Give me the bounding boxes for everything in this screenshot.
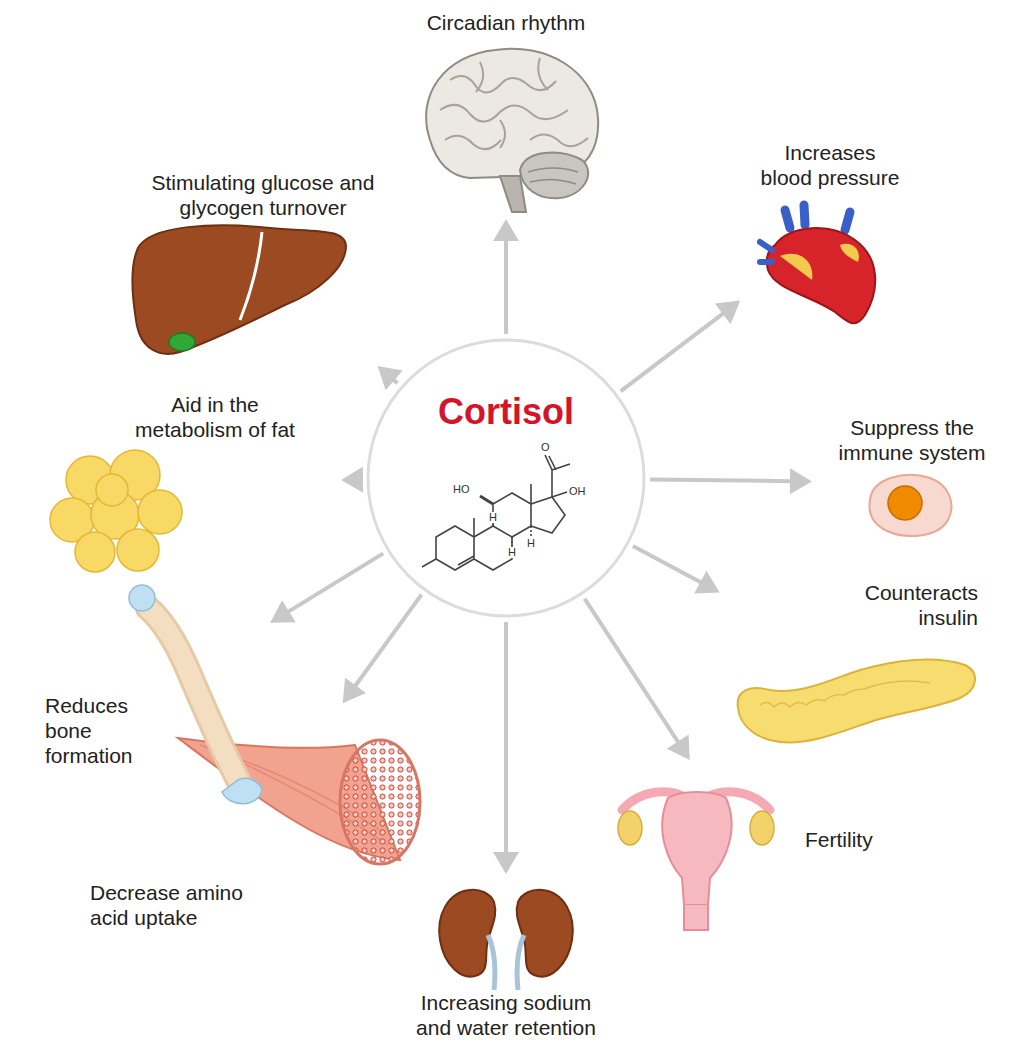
effect-group: Circadian rhythm — [380, 8, 632, 213]
effect-arrow — [341, 467, 363, 493]
effect-label: Increasing sodium and water retention — [406, 990, 606, 1040]
arrow-head — [715, 301, 740, 325]
bone-illustration — [129, 585, 262, 804]
effect-group: Fertility — [600, 765, 900, 940]
uterus-illustration — [618, 792, 774, 930]
atom-label: H — [488, 512, 498, 523]
immune-cell-illustration — [870, 475, 952, 536]
effect-group: Counteracts insulin — [725, 580, 985, 750]
effect-arrow — [270, 553, 383, 622]
circle-outline — [368, 340, 644, 616]
kidney-illustration — [439, 890, 573, 990]
effect-arrow — [585, 599, 690, 760]
effect-label: Decrease amino acid uptake — [90, 880, 270, 930]
arrow-line — [504, 239, 508, 334]
effect-label: Stimulating glucose and glycogen turnove… — [143, 170, 383, 220]
effect-arrow — [633, 546, 720, 594]
arrow-head — [694, 571, 720, 594]
arrow-line — [354, 595, 421, 687]
arrow-head — [378, 366, 403, 390]
heart-illustration — [760, 205, 875, 323]
hormone-name: Cortisol — [366, 390, 646, 433]
steroid-molecule — [422, 455, 570, 570]
effect-arrow — [621, 301, 740, 392]
effect-label: Reduces bone formation — [45, 693, 150, 769]
arrow-head — [790, 468, 812, 494]
arrow-head — [341, 467, 363, 493]
arrow-line — [287, 553, 383, 612]
arrow-line — [650, 480, 792, 482]
effect-label: Fertility — [805, 827, 895, 852]
liver-illustration — [133, 225, 347, 354]
atom-label: O — [540, 442, 551, 453]
arrow-line — [585, 599, 679, 744]
effect-group: Suppress the immune system — [818, 415, 1010, 550]
effect-group: Stimulating glucose and glycogen turnove… — [128, 170, 398, 362]
fat-cells-illustration — [50, 450, 182, 572]
effect-arrow — [493, 622, 519, 874]
effect-arrow — [378, 366, 403, 390]
atom-label: OH — [568, 486, 587, 497]
arrow-head — [493, 852, 519, 874]
effect-label: Counteracts insulin — [850, 580, 978, 630]
effect-label: Aid in the metabolism of fat — [125, 392, 305, 442]
effect-arrow — [493, 219, 519, 334]
arrow-head — [270, 600, 296, 623]
pancreas-illustration — [738, 660, 975, 743]
effect-label: Increases blood pressure — [757, 140, 903, 190]
arrow-line — [504, 622, 508, 854]
atom-label: H — [526, 538, 536, 549]
atom-label: HO — [452, 484, 471, 495]
effect-group: Decrease amino acid uptake — [85, 708, 425, 940]
effect-label: Suppress the immune system — [818, 415, 1006, 465]
circle-outline — [366, 338, 646, 618]
effect-group: Reduces bone formation — [40, 585, 265, 805]
arrow-head — [667, 734, 690, 760]
effect-group: Increasing sodium and water retention — [400, 880, 612, 1045]
effect-group: Increases blood pressure — [745, 140, 915, 325]
arrow-line — [621, 313, 725, 391]
arrow-line — [633, 546, 702, 583]
effect-label: Circadian rhythm — [386, 10, 626, 35]
effect-arrow — [650, 468, 812, 494]
atom-label: H — [507, 547, 517, 558]
effect-arrow — [343, 595, 422, 704]
arrow-head — [343, 678, 366, 703]
arrow-head — [493, 219, 519, 241]
hormone-circle: Cortisol — [366, 338, 646, 618]
brain-illustration — [426, 49, 598, 212]
effect-group: Aid in the metabolism of fat — [45, 392, 335, 572]
